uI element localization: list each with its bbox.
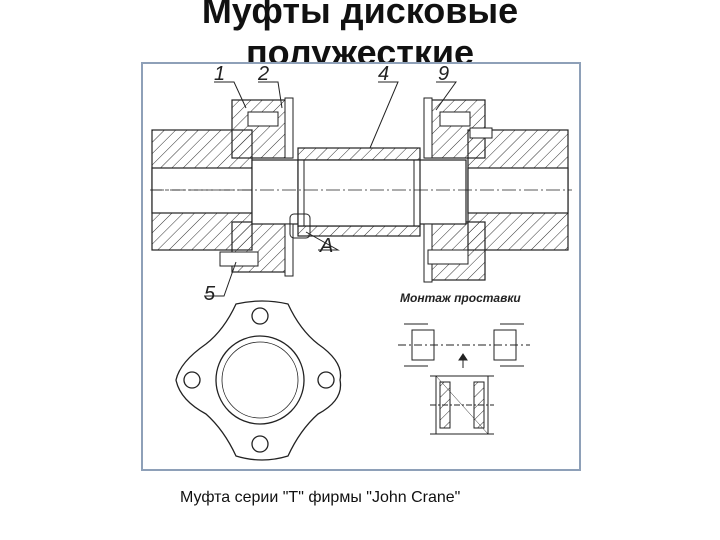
slide-title: Муфты дисковые полужесткие <box>0 0 720 74</box>
spacer-assembly-schematic <box>398 323 530 435</box>
title-line-1: Муфты дисковые <box>201 0 519 31</box>
callout-2: 2 <box>257 63 269 85</box>
leader-lines <box>204 81 457 297</box>
detail-a-marker <box>289 213 311 239</box>
figure-caption: Муфта серии "T" фирмы "John Crane" <box>180 489 461 506</box>
spacer-tube <box>297 147 421 237</box>
left-flange <box>219 97 299 277</box>
callout-9: 9 <box>438 63 449 85</box>
callout-5: 5 <box>204 283 216 305</box>
callout-4: 4 <box>378 63 389 85</box>
callout-a: A <box>319 235 333 257</box>
right-flange <box>417 97 493 283</box>
callout-1: 1 <box>214 63 225 85</box>
assembly-subtitle: Монтаж проставки <box>400 291 521 305</box>
disc-plate-front-view <box>175 300 342 461</box>
